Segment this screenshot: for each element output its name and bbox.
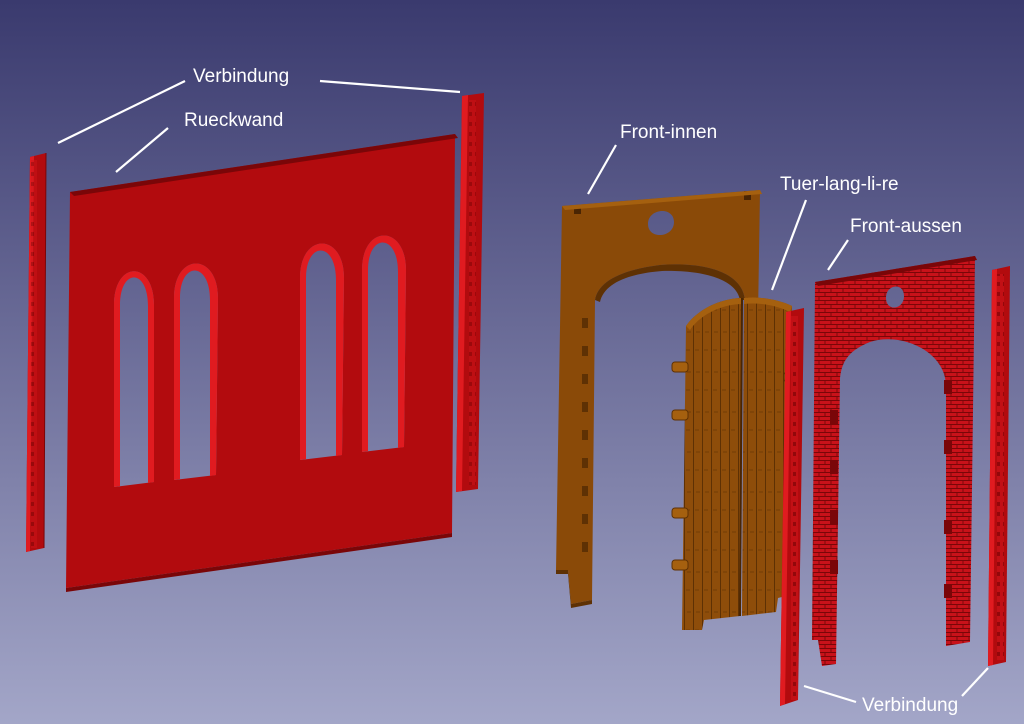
label-front-aussen-text: Front-aussen	[850, 216, 962, 237]
verbindung-right-strip	[456, 93, 484, 492]
label-rueckwand: Rueckwand	[115, 110, 283, 173]
rueckwand-wall	[66, 134, 458, 592]
front-aussen-frame	[812, 256, 977, 666]
label-verbindung-bottom-text: Verbindung	[862, 695, 958, 716]
label-verbindung-top: Verbindung	[57, 66, 461, 144]
label-tuer: Tuer-lang-li-re	[770, 174, 899, 291]
label-front-innen-text: Front-innen	[620, 122, 717, 143]
label-front-innen: Front-innen	[587, 122, 717, 195]
label-verbindung-top-text: Verbindung	[193, 66, 289, 87]
verbindung-far-right-strip	[988, 266, 1010, 666]
front-innen-frame	[556, 190, 762, 608]
label-tuer-text: Tuer-lang-li-re	[780, 174, 899, 195]
verbindung-front-strip	[780, 308, 804, 706]
label-front-aussen: Front-aussen	[827, 216, 962, 271]
tuer-lang-li-re-doors	[671, 297, 797, 630]
label-verbindung-bottom: Verbindung	[803, 667, 989, 716]
label-rueckwand-text: Rueckwand	[184, 110, 283, 131]
verbindung-left-strip	[26, 152, 47, 552]
